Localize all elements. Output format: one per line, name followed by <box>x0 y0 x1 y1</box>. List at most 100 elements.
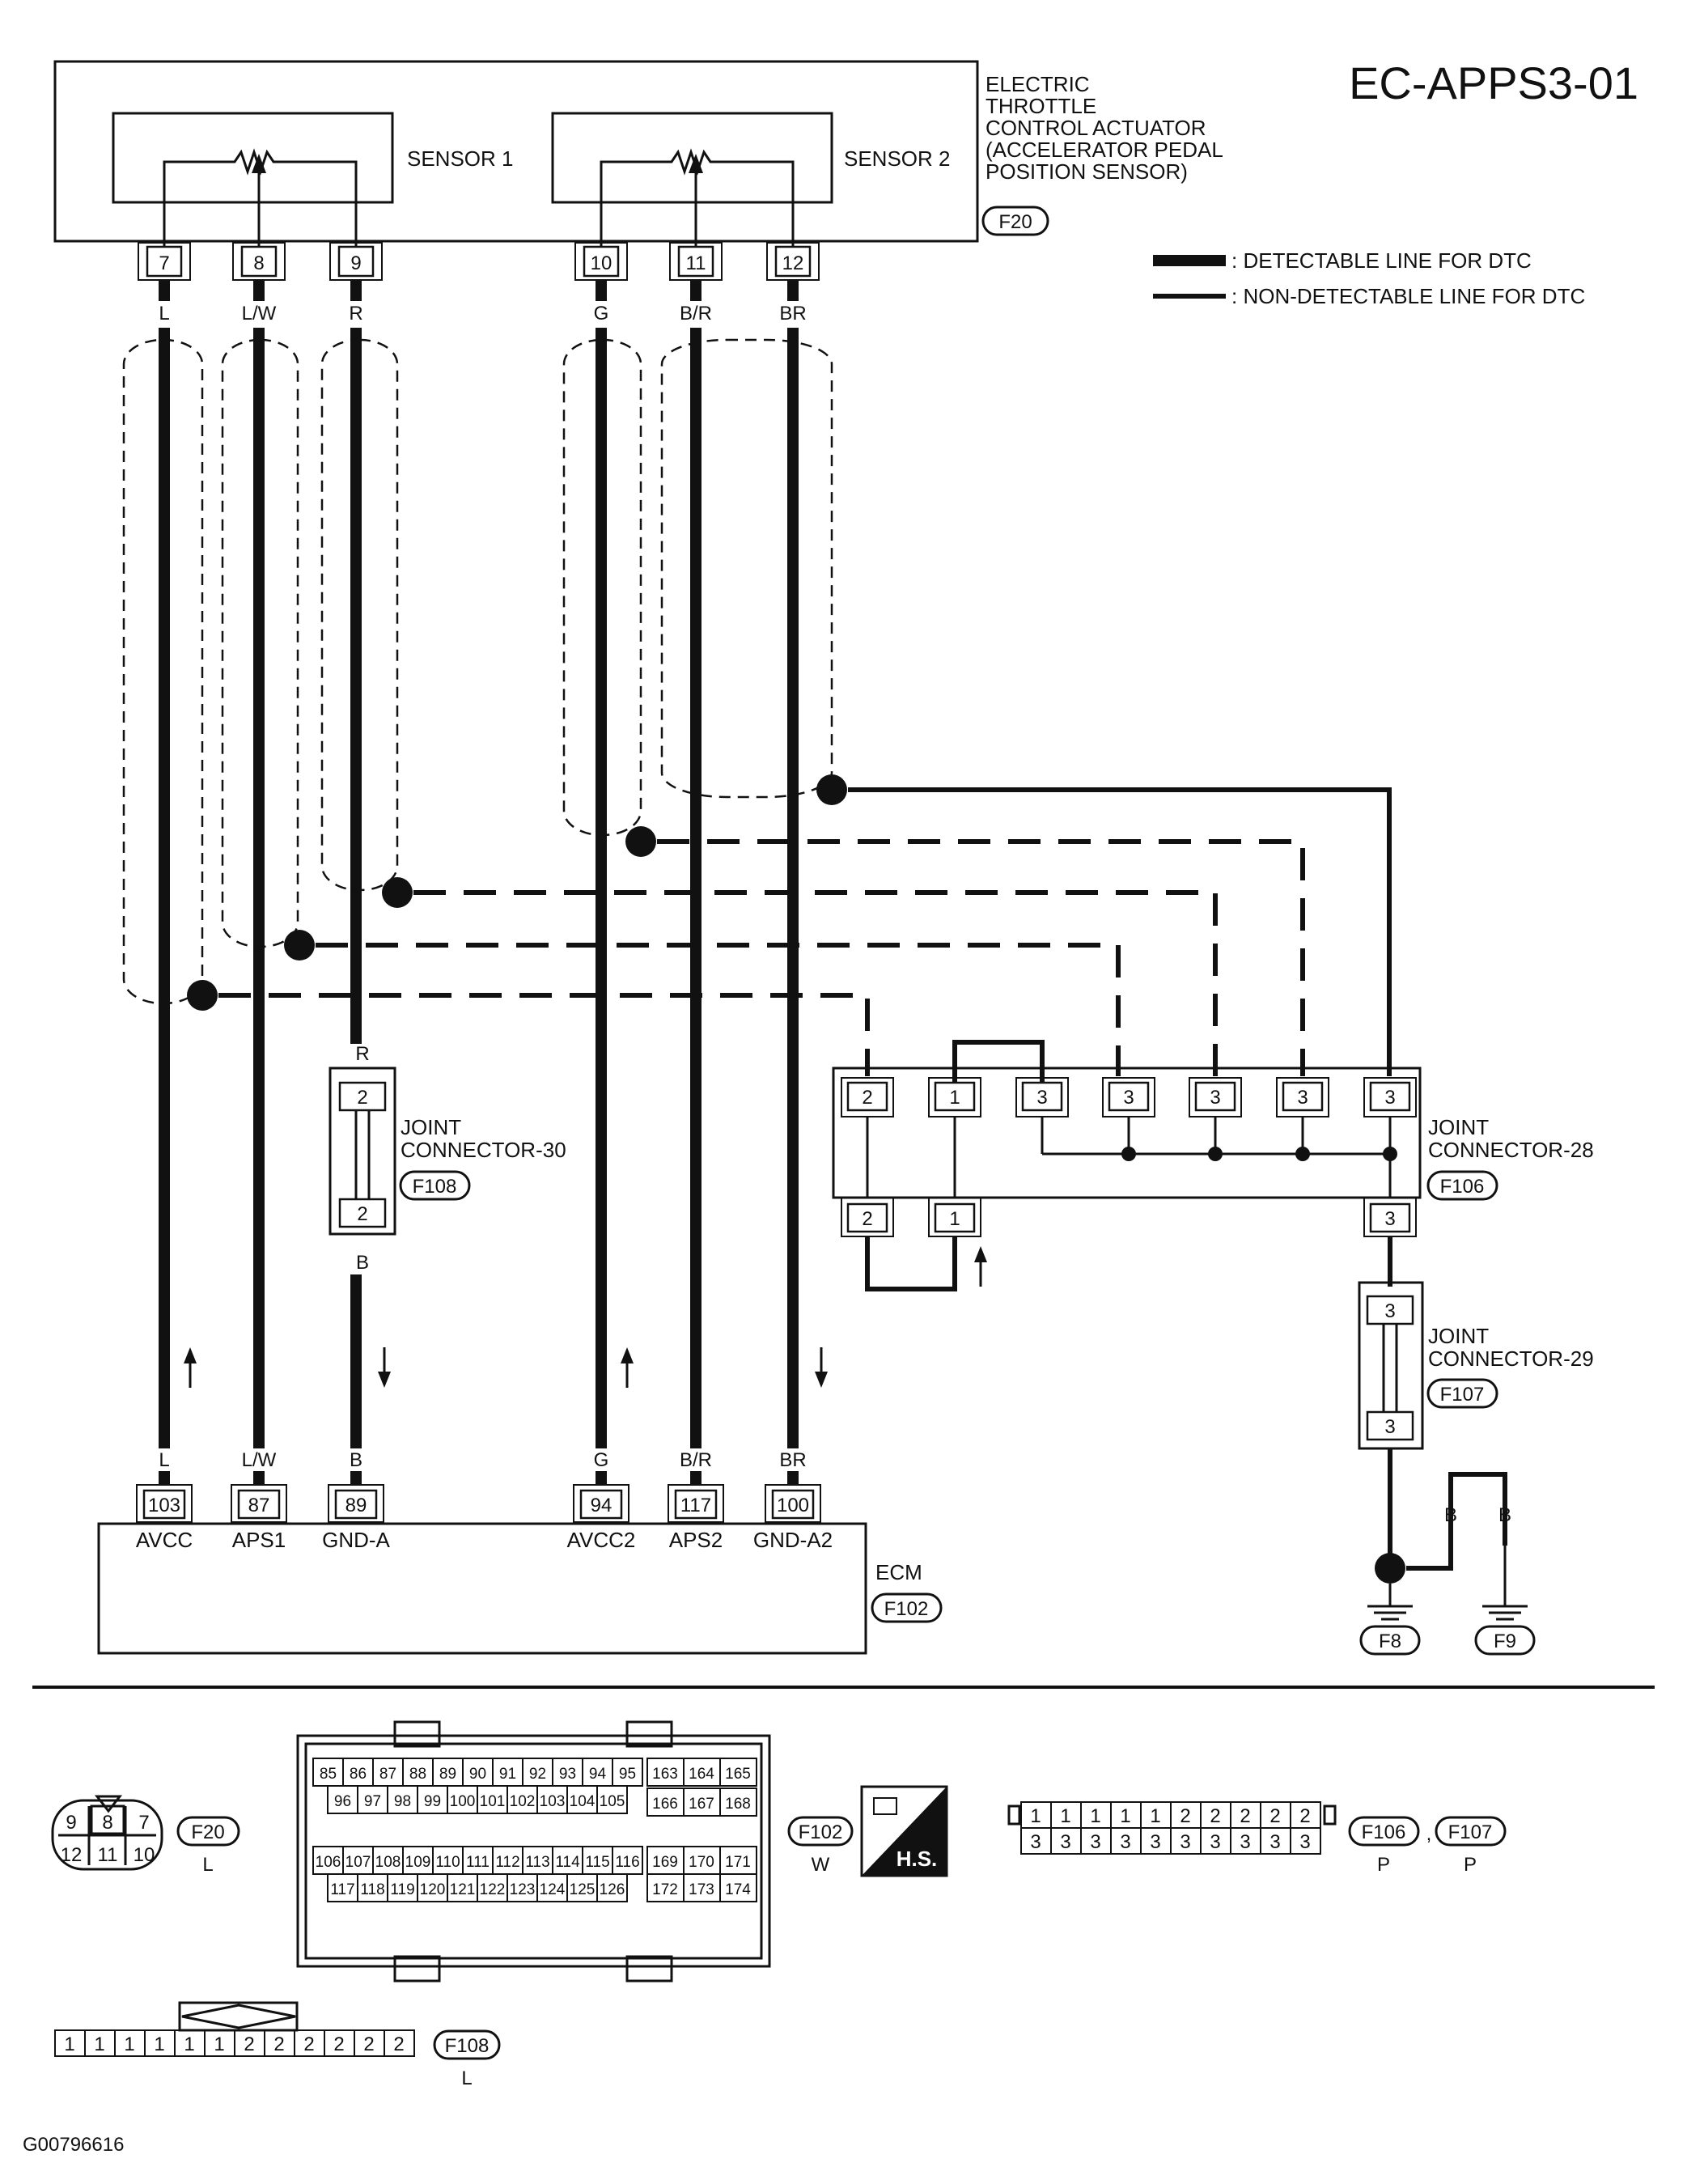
f106-top-0: 1 <box>1030 1805 1041 1827</box>
f106-bottom-1: 3 <box>1060 1831 1070 1853</box>
f106-bottom-9: 3 <box>1299 1831 1310 1853</box>
actuator-pin-12: 12 <box>782 252 804 274</box>
connector-separator: , <box>1426 1823 1432 1845</box>
f102-pin-107: 107 <box>345 1854 371 1871</box>
f102-pin-108: 108 <box>375 1854 401 1871</box>
jc30-label-2: CONNECTOR-30 <box>401 1138 566 1162</box>
f20-bottom-3: 10 <box>134 1844 155 1866</box>
f108-pin-1: 1 <box>94 2033 104 2055</box>
ecm-pin-89-box <box>334 1489 378 1520</box>
f108-id: F108 <box>445 2035 490 2057</box>
f106-bottom-0: 3 <box>1030 1831 1041 1853</box>
f102-pin-94: 94 <box>589 1766 607 1783</box>
ecm-signal-aps1: APS1 <box>232 1528 286 1552</box>
f102-pin-106: 106 <box>316 1854 341 1871</box>
f106-bottom-4: 3 <box>1150 1831 1160 1853</box>
f102-pin-89: 89 <box>439 1766 456 1783</box>
wire-color-bottom-89: B <box>350 1449 362 1471</box>
f102-pin-93: 93 <box>559 1766 576 1783</box>
wire-color-top-11: B/R <box>680 303 712 324</box>
f106-bottom-2: 3 <box>1090 1831 1100 1853</box>
f20-top-1: 9 <box>66 1812 76 1834</box>
footer-code: G00796616 <box>23 2134 124 2156</box>
f102-pin-117: 117 <box>330 1881 354 1898</box>
flow-arrows <box>184 1347 828 1388</box>
hs-label: H.S. <box>896 1847 938 1871</box>
jc29-pin-bottom: 3 <box>1384 1416 1395 1438</box>
f102-pin-121: 121 <box>450 1881 476 1898</box>
actuator-label-3: CONTROL ACTUATOR <box>985 116 1206 140</box>
jc28-top-pin-6-box <box>1369 1081 1411 1112</box>
jc28-top-pin-2: 3 <box>1036 1087 1047 1109</box>
ecm-signal-aps2: APS2 <box>669 1528 723 1552</box>
ecm-signal-avcc: AVCC <box>136 1528 193 1552</box>
f102-pin-116: 116 <box>615 1854 639 1871</box>
jc28-top-pin-5-box <box>1282 1081 1324 1112</box>
f108-pin-0: 1 <box>64 2033 74 2055</box>
f102-pin-99: 99 <box>424 1793 441 1810</box>
ecm-pin-87-box <box>237 1489 281 1520</box>
f108-pin-5: 1 <box>214 2033 224 2055</box>
f106-bottom-8: 3 <box>1269 1831 1280 1853</box>
f102-pin-122: 122 <box>480 1881 506 1898</box>
wire-color-top-8: L/W <box>242 303 277 324</box>
actuator-pin-8: 8 <box>253 252 264 274</box>
jc30-label-1: JOINT <box>401 1115 461 1139</box>
jc28-connector-id: F106 <box>1440 1176 1485 1198</box>
jc30-pin-top: 2 <box>357 1087 367 1109</box>
f108-pin-9: 2 <box>333 2033 344 2055</box>
f102-pin-88: 88 <box>409 1766 426 1783</box>
jc29-pin-top: 3 <box>1384 1300 1395 1322</box>
jc29-label-1: JOINT <box>1428 1324 1489 1348</box>
f102-pin-98: 98 <box>394 1793 411 1810</box>
f106-bottom-7: 3 <box>1240 1831 1250 1853</box>
f102-pin-118: 118 <box>360 1881 384 1898</box>
jc29-connector-id: F107 <box>1440 1384 1485 1406</box>
joint-connector-30: 2 2 R B JOINT CONNECTOR-30 F108 <box>328 1043 566 1274</box>
actuator-label-1: ELECTRIC <box>985 72 1090 96</box>
f102-pin-165: 165 <box>725 1766 751 1783</box>
sensor1-label: SENSOR 1 <box>407 146 514 171</box>
f102-pin-92: 92 <box>529 1766 546 1783</box>
grounds: B B F8 F9 <box>1359 1472 1536 1656</box>
legend-non-detectable: : NON-DETECTABLE LINE FOR DTC <box>1231 284 1585 308</box>
f102-pin-170: 170 <box>689 1854 714 1871</box>
f102-pin-97: 97 <box>364 1793 381 1810</box>
jc30-wire-bottom: B <box>356 1252 369 1274</box>
f106-id: F106 <box>1362 1821 1406 1843</box>
f102-pin-96: 96 <box>334 1793 351 1810</box>
jc28-bottom-pin-0-box <box>846 1202 888 1233</box>
jc28-top-pin-1: 1 <box>949 1087 960 1109</box>
jc30-pin-bottom: 2 <box>357 1203 367 1225</box>
wire-color-bottom-117: B/R <box>680 1449 712 1471</box>
wire-color-bottom-87: L/W <box>242 1449 277 1471</box>
f106-bottom-5: 3 <box>1180 1831 1190 1853</box>
f102-pin-95: 95 <box>619 1766 636 1783</box>
wire-color-top-10: G <box>594 303 609 324</box>
actuator-pin-10-box <box>583 245 620 278</box>
ground-f8-id: F8 <box>1379 1631 1401 1652</box>
f102-pin-168: 168 <box>725 1796 751 1813</box>
f106-top-2: 1 <box>1090 1805 1100 1827</box>
jc29-label-2: CONNECTOR-29 <box>1428 1346 1594 1371</box>
jc28-bottom-pin-1-box <box>934 1202 976 1233</box>
ecm-pin-117: 117 <box>680 1495 711 1516</box>
f102-pin-163: 163 <box>652 1766 678 1783</box>
jc28-top-pin-5: 3 <box>1297 1087 1308 1109</box>
f102-pin-173: 173 <box>689 1881 714 1898</box>
actuator-label-2: THROTTLE <box>985 94 1096 118</box>
connector-view-f20: 9 8 7 12 11 10 F20 L <box>51 1795 240 1876</box>
f102-pin-86: 86 <box>350 1766 367 1783</box>
f102-pin-167: 167 <box>689 1796 714 1813</box>
f102-pin-104: 104 <box>570 1793 596 1810</box>
wire-color-top-9: R <box>349 303 362 324</box>
ecm-connector-id: F102 <box>884 1598 929 1620</box>
f108-pin-7: 2 <box>273 2033 284 2055</box>
f102-pin-100: 100 <box>450 1793 476 1810</box>
f20-id: F20 <box>191 1821 224 1843</box>
